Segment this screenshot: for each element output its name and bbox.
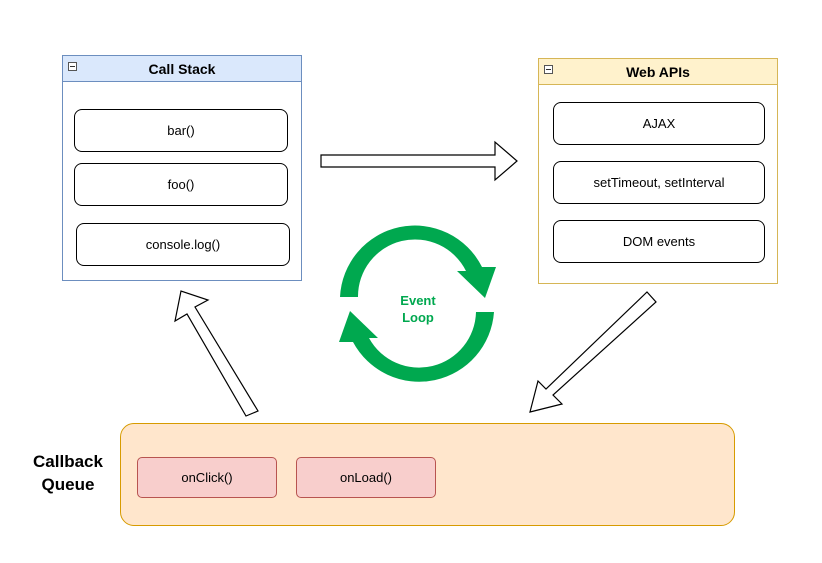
callback-queue-label-line2: Queue	[41, 475, 95, 494]
arrow-webapis-to-queue	[529, 291, 657, 413]
event-loop-label-line1: Event	[400, 293, 436, 308]
queue-item-onclick: onClick()	[137, 457, 277, 498]
web-api-item: setTimeout, setInterval	[553, 161, 765, 204]
call-stack-header: Call Stack	[63, 56, 301, 82]
web-apis-panel: Web APIs AJAX setTimeout, setInterval DO…	[538, 58, 778, 284]
event-loop-label: Event Loop	[378, 292, 458, 326]
callback-queue-label: Callback Queue	[18, 450, 118, 496]
collapse-icon[interactable]	[68, 62, 77, 71]
call-stack-panel: Call Stack bar() foo() console.log()	[62, 55, 302, 281]
call-stack-frame: console.log()	[76, 223, 290, 266]
web-apis-header: Web APIs	[539, 59, 777, 85]
web-api-item: AJAX	[553, 102, 765, 145]
web-apis-title: Web APIs	[626, 63, 690, 80]
event-loop-label-line2: Loop	[402, 310, 434, 325]
call-stack-title: Call Stack	[148, 60, 216, 77]
arrow-stack-to-webapis	[320, 140, 518, 182]
callback-queue-panel: onClick() onLoad()	[120, 423, 735, 526]
callback-queue-label-line1: Callback	[33, 452, 103, 471]
web-api-item: DOM events	[553, 220, 765, 263]
event-loop-arrows-icon	[339, 225, 496, 382]
arrow-queue-to-stack	[174, 290, 259, 417]
call-stack-frame: foo()	[74, 163, 288, 206]
call-stack-frame: bar()	[74, 109, 288, 152]
queue-item-onload: onLoad()	[296, 457, 436, 498]
collapse-icon[interactable]	[544, 65, 553, 74]
